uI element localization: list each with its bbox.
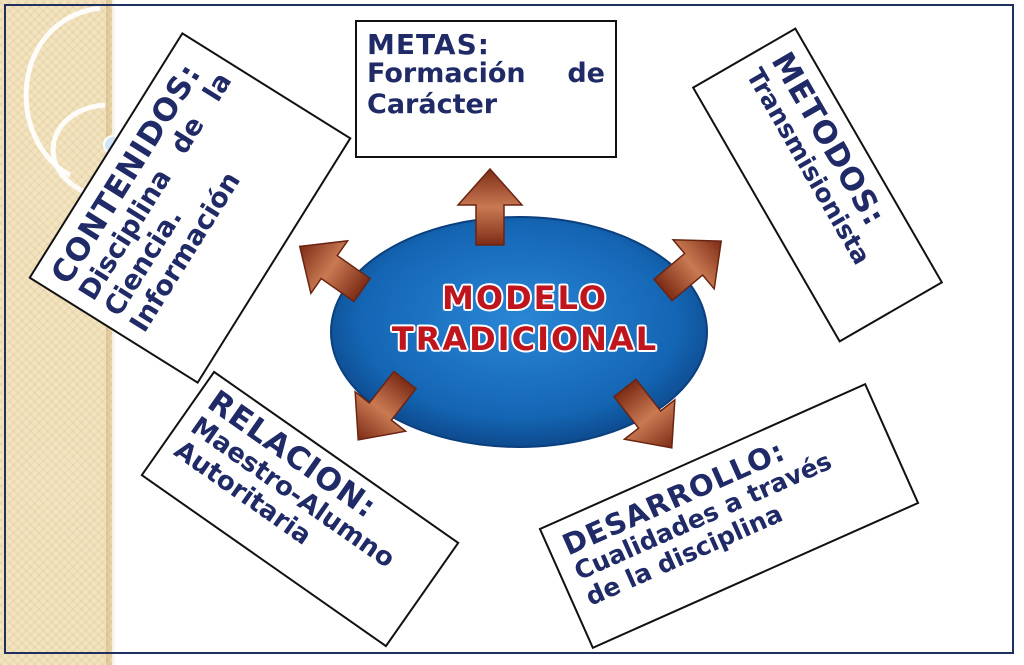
arrow-to-desarrollo	[612, 378, 676, 449]
slide-frame	[4, 4, 1014, 654]
node-metas: METAS: Formación de Carácter	[355, 20, 617, 158]
arrow-to-relacion	[354, 370, 418, 441]
center-ellipse	[330, 216, 708, 448]
sidebar-shadow	[106, 0, 116, 665]
center-line-2: TRADICIONAL	[391, 319, 659, 358]
arrow-to-metas	[456, 167, 524, 246]
node-metas-line-2: Carácter	[367, 88, 498, 120]
center-line-1: MODELO	[442, 279, 608, 317]
node-metas-title: METAS:	[367, 28, 490, 61]
node-metas-line-1: Formación de	[367, 58, 605, 90]
arrow-to-contenidos	[298, 239, 372, 303]
sidebar-texture	[0, 0, 112, 665]
arrow-to-metodos	[652, 238, 723, 302]
decor-curve	[23, 5, 101, 178]
center-node-label: MODELO TRADICIONAL	[340, 278, 710, 360]
